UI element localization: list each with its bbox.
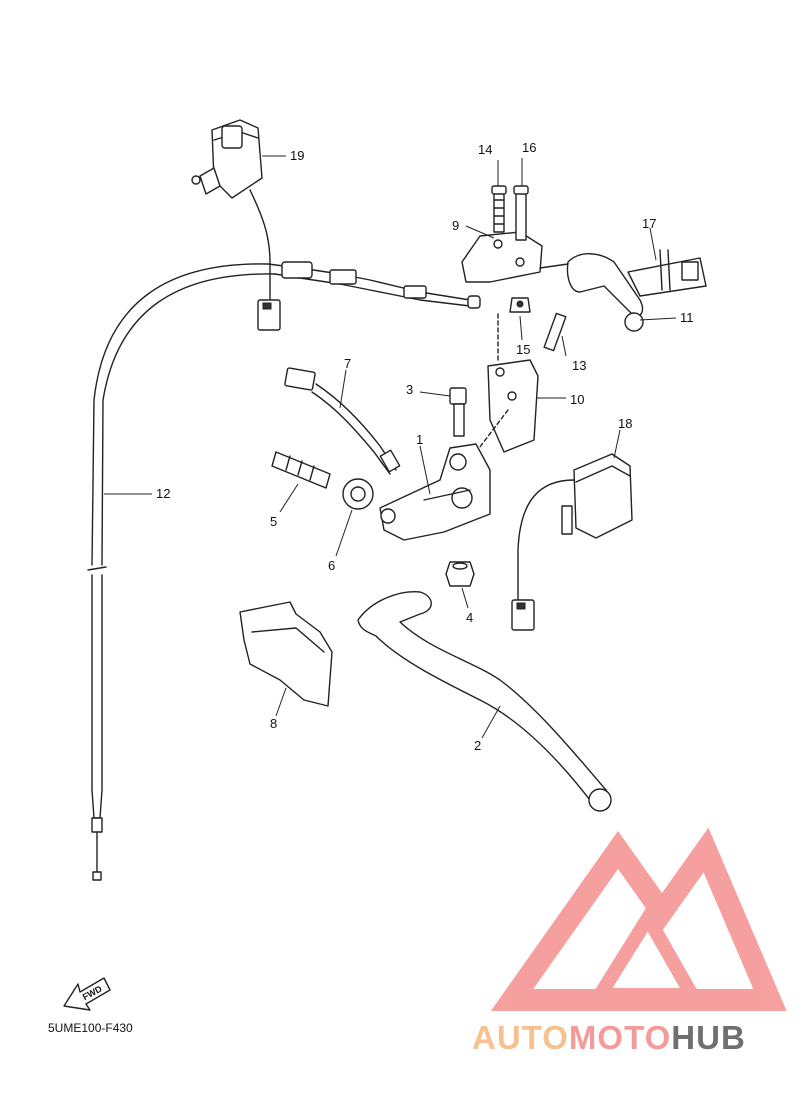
clutch-lever: [357, 591, 612, 812]
switch-assembly-left: [191, 119, 281, 331]
fwd-arrow-icon: FWD: [63, 977, 111, 1011]
watermark-brand-text: AUTOMOTOHUB: [472, 1018, 746, 1058]
watermark-logo-icon: [490, 827, 787, 1011]
lever-pivot-bolt: [449, 387, 467, 437]
watermark-word-auto: AUTO: [472, 1019, 569, 1056]
part-labels: 1 2 3 4 5 6 7 8 9 10 11 12 13 14 15 16 1…: [156, 140, 694, 753]
part-label-8: 8: [270, 716, 277, 731]
part-label-6: 6: [328, 558, 335, 573]
switch-assembly-right: [511, 453, 633, 631]
watermark-word-hub: HUB: [671, 1019, 746, 1056]
part-label-11: 11: [680, 310, 694, 325]
part-label-18: 18: [618, 416, 632, 431]
leader-lines: [104, 155, 677, 739]
hot-start-lever: [539, 249, 707, 332]
clutch-lever-holder: [379, 443, 491, 541]
part-label-16: 16: [522, 140, 536, 155]
part-label-12: 12: [156, 486, 170, 501]
clutch-switch-lead: [284, 367, 401, 475]
part-label-13: 13: [572, 358, 586, 373]
part-label-17: 17: [642, 216, 656, 231]
part-label-7: 7: [344, 356, 351, 371]
cable-adjuster: [271, 451, 374, 510]
part-label-9: 9: [452, 218, 459, 233]
watermark-word-moto: MOTO: [568, 1019, 672, 1056]
part-label-2: 2: [474, 738, 481, 753]
lever-bracket-clamp: [469, 312, 567, 461]
part-label-10: 10: [570, 392, 584, 407]
drawing-code: 5UME100-F430: [48, 1021, 133, 1035]
lever-nut: [445, 561, 475, 587]
part-label-14: 14: [478, 142, 492, 157]
part-label-1: 1: [416, 432, 423, 447]
part-label-4: 4: [466, 610, 473, 625]
lever-cover: [239, 601, 333, 707]
part-label-3: 3: [406, 382, 413, 397]
part-label-19: 19: [290, 148, 304, 163]
lever-holder-upper: [461, 185, 543, 313]
part-label-5: 5: [270, 514, 277, 529]
clutch-cable: [87, 261, 481, 881]
part-label-15: 15: [516, 342, 530, 357]
